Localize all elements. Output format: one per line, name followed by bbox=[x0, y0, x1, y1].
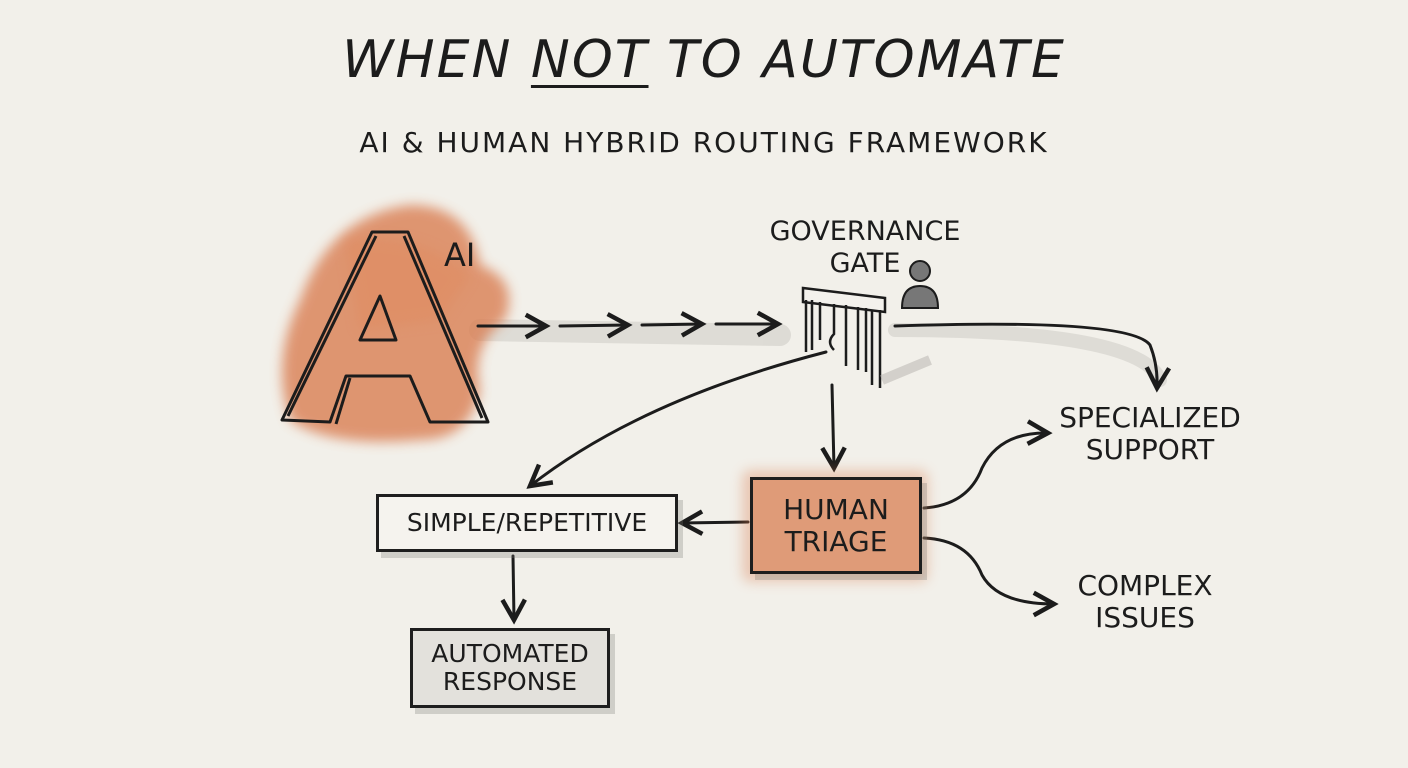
arrow-gate-to-triage bbox=[832, 383, 834, 468]
arrow-simple-to-automated bbox=[513, 554, 514, 620]
page-title: When NOT to Automate bbox=[0, 30, 1408, 90]
automated-response-box: Automated Response bbox=[410, 628, 610, 708]
simple-repetitive-box: Simple/Repetitive bbox=[376, 494, 678, 552]
ai-letter-icon bbox=[280, 230, 490, 425]
complex-issues-label: Complex Issues bbox=[1077, 569, 1213, 635]
title-emphasis: NOT bbox=[530, 30, 649, 90]
arrow-triage-to-simple bbox=[682, 522, 750, 523]
person-icon bbox=[900, 260, 940, 309]
page-subtitle: AI & Human Hybrid Routing Framework bbox=[359, 126, 1049, 159]
title-suffix: to Automate bbox=[667, 30, 1066, 90]
arrow-triage-to-complex bbox=[922, 536, 1054, 604]
arrow-triage-to-specialized bbox=[922, 433, 1048, 510]
ai-node bbox=[280, 205, 510, 442]
gate-icon bbox=[801, 286, 932, 388]
arrow-ai-to-gate bbox=[476, 324, 778, 326]
title-prefix: When bbox=[342, 30, 513, 90]
arrow-gate-to-simple bbox=[530, 350, 828, 486]
automated-response-label: Automated Response bbox=[431, 639, 589, 696]
ai-label: AI bbox=[444, 236, 476, 274]
human-triage-label: Human Triage bbox=[783, 493, 889, 558]
human-triage-box: Human Triage bbox=[750, 477, 922, 574]
arrow-gate-to-specialized bbox=[893, 322, 1157, 388]
simple-repetitive-label: Simple/Repetitive bbox=[406, 508, 648, 537]
governance-gate-label: Governance Gate bbox=[769, 216, 961, 279]
specialized-support-label: Specialized Support bbox=[1059, 401, 1241, 467]
